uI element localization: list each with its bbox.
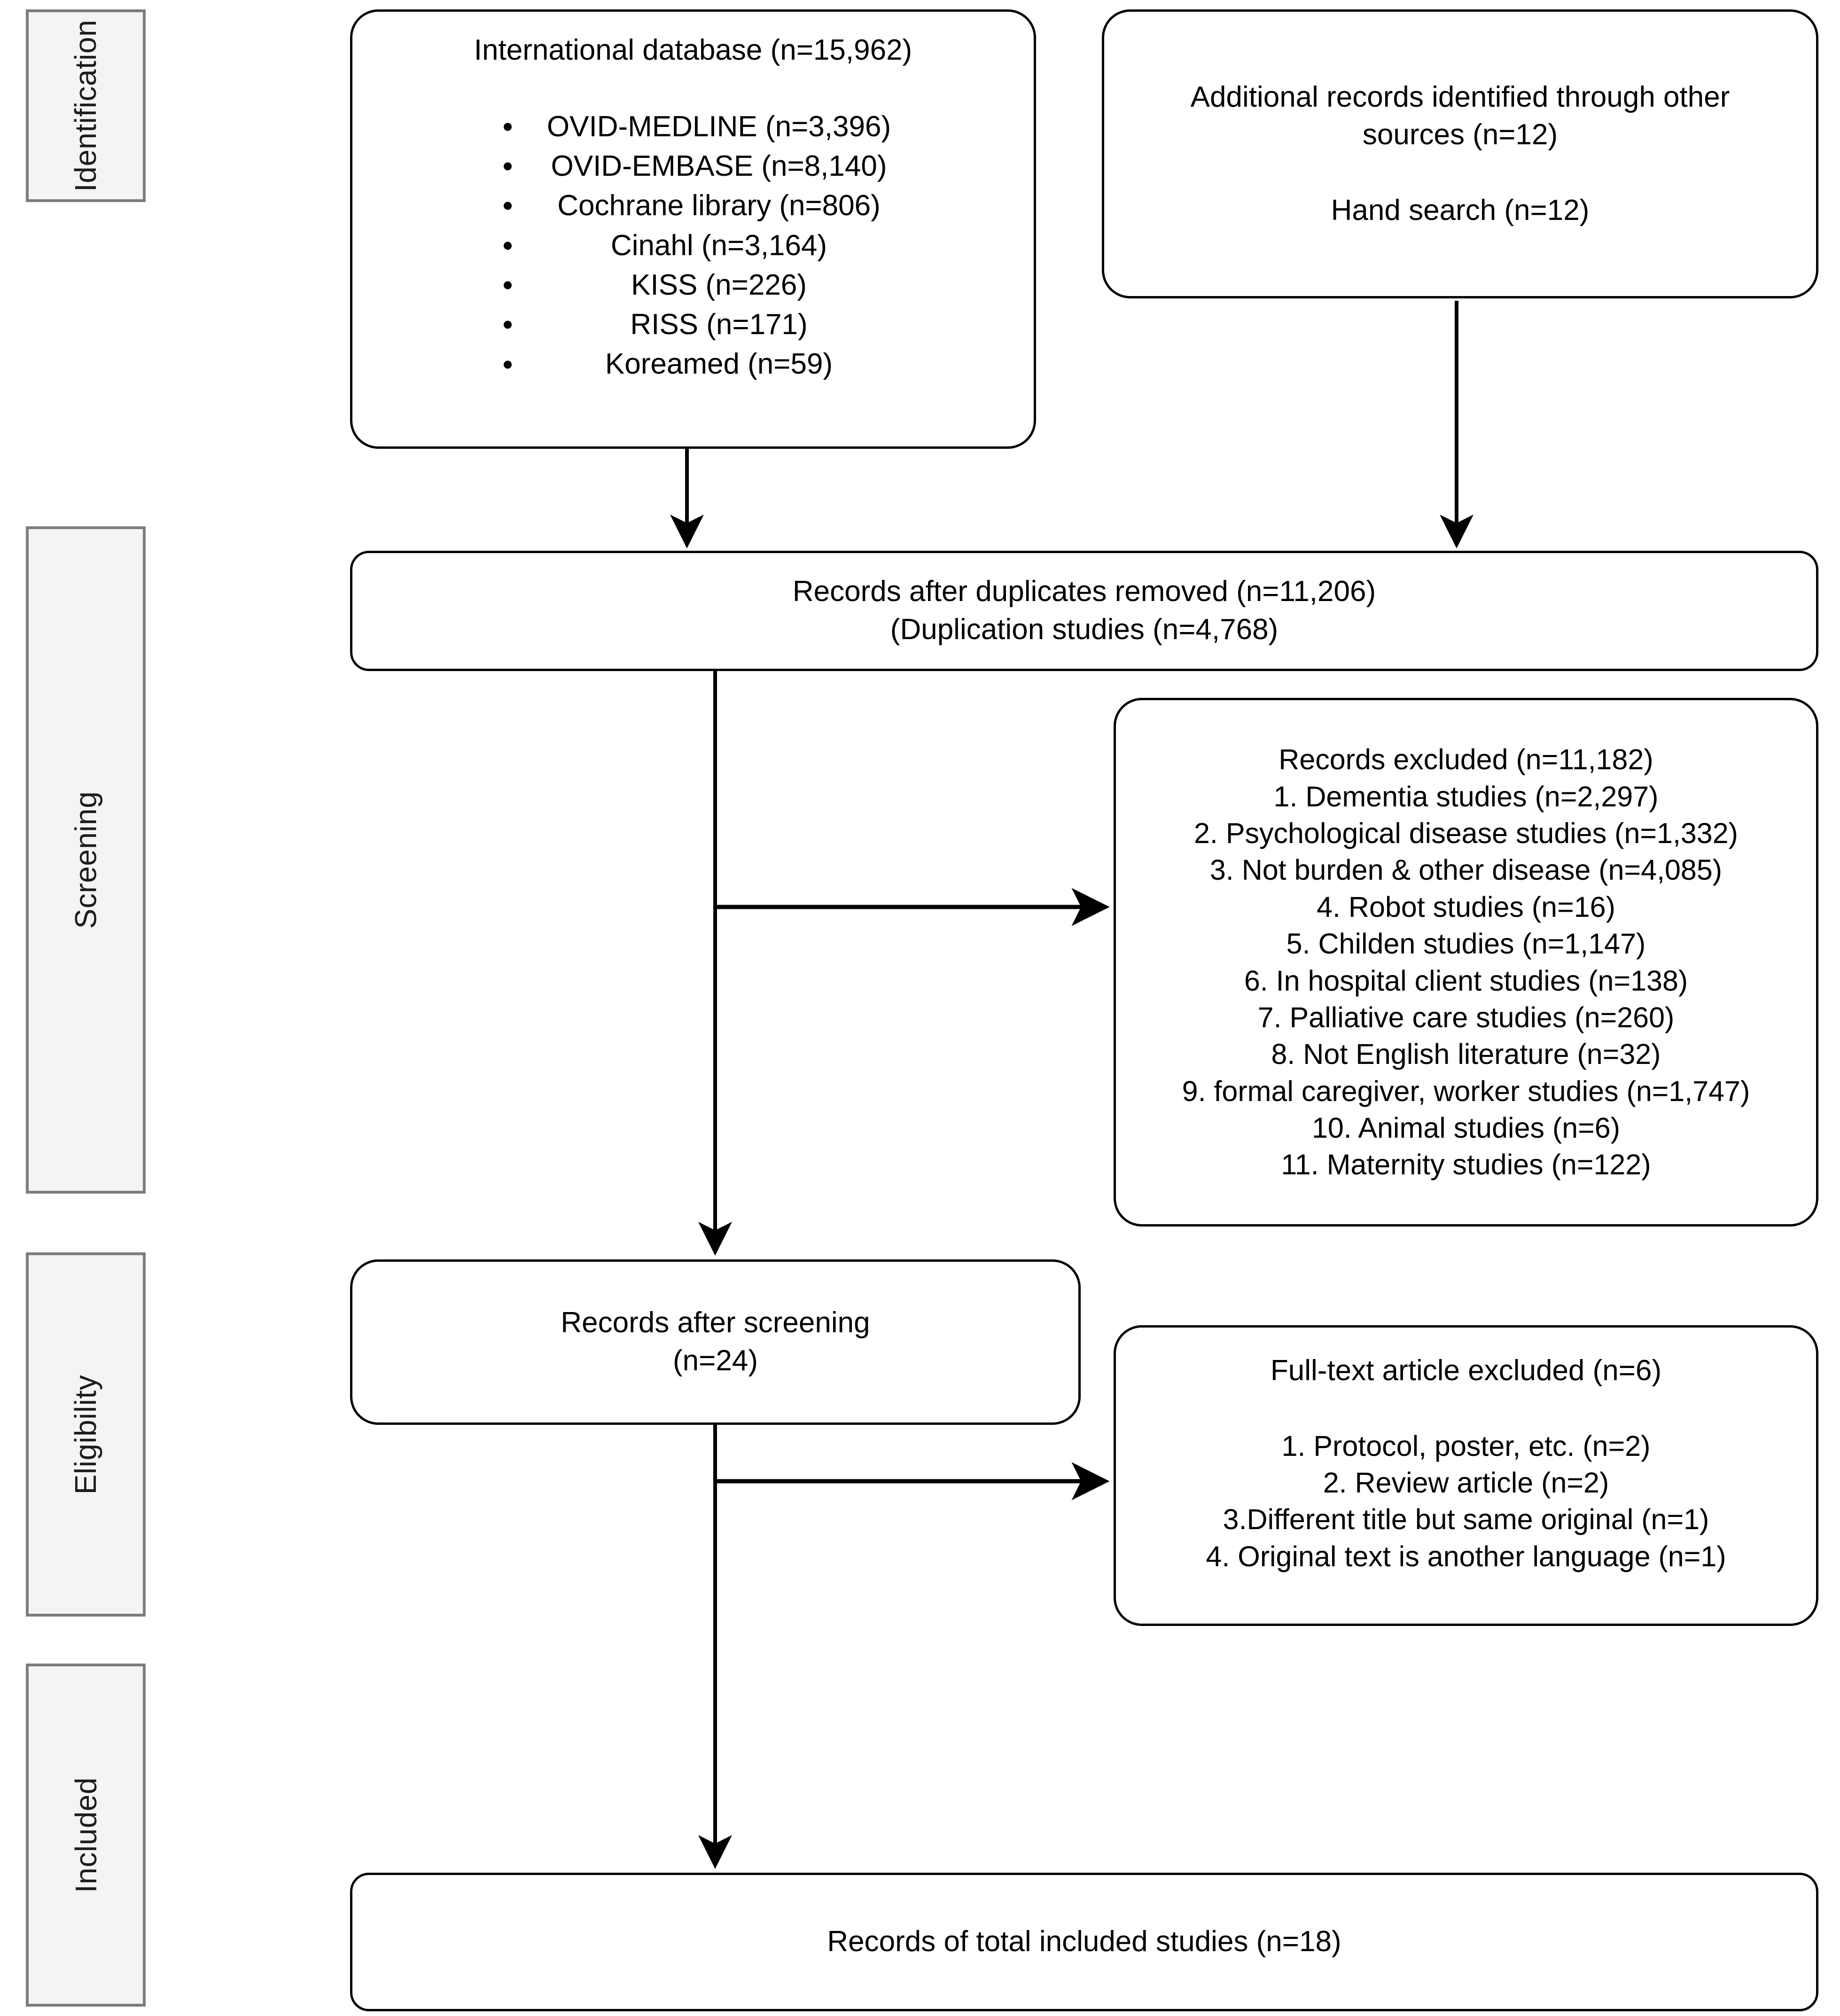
list-item: KISS (n=226)	[503, 266, 891, 305]
bullet-icon	[503, 162, 512, 171]
bullet-icon	[503, 281, 512, 289]
stage-eligibility: Eligibility	[26, 1252, 146, 1617]
exclusion-reason: 9. formal caregiver, worker studies (n=1…	[1182, 1075, 1750, 1107]
duplicates-line2: (Duplication studies (n=4,768)	[890, 613, 1279, 646]
additional-records-line2: sources (n=12)	[1362, 118, 1558, 151]
list-item: OVID-EMBASE (n=8,140)	[503, 147, 891, 186]
international-database-title: International database (n=15,962)	[474, 34, 912, 66]
box-records-excluded: Records excluded (n=11,182) 1. Dementia …	[1114, 698, 1818, 1227]
stage-eligibility-label: Eligibility	[69, 1375, 103, 1494]
additional-records-line1: Additional records identified through ot…	[1190, 80, 1730, 113]
box-records-after-duplicates: Records after duplicates removed (n=11,2…	[350, 551, 1818, 671]
exclusion-reason: 1. Protocol, poster, etc. (n=2)	[1281, 1430, 1651, 1462]
stage-screening: Screening	[26, 526, 146, 1194]
box-international-database: International database (n=15,962) OVID-M…	[350, 9, 1036, 449]
total-included-label: Records of total included studies (n=18)	[827, 1925, 1341, 1958]
records-after-screening-line1: Records after screening	[561, 1306, 870, 1339]
exclusion-reason: 2. Review article (n=2)	[1323, 1466, 1609, 1499]
stage-identification-label: Identification	[69, 19, 103, 192]
source-label: RISS (n=171)	[630, 308, 808, 341]
additional-records-hand-search: Hand search (n=12)	[1331, 194, 1590, 227]
source-label: Cinahl (n=3,164)	[610, 229, 827, 262]
exclusion-reason: 6. In hospital client studies (n=138)	[1244, 964, 1688, 997]
box-records-after-screening: Records after screening (n=24)	[350, 1259, 1081, 1425]
stage-included-label: Included	[69, 1777, 103, 1893]
international-database-source-list: OVID-MEDLINE (n=3,396) OVID-EMBASE (n=8,…	[503, 107, 891, 384]
source-label: Cochrane library (n=806)	[557, 189, 881, 222]
bullet-icon	[503, 320, 512, 329]
exclusion-reason: 4. Robot studies (n=16)	[1317, 891, 1615, 923]
records-after-screening-line2: (n=24)	[673, 1344, 758, 1377]
exclusion-reason: 11. Maternity studies (n=122)	[1281, 1149, 1651, 1181]
bullet-icon	[503, 202, 512, 210]
fulltext-excluded-title: Full-text article excluded (n=6)	[1270, 1354, 1662, 1387]
source-label: KISS (n=226)	[631, 268, 807, 301]
source-label: Koreamed (n=59)	[605, 348, 833, 381]
box-fulltext-excluded: Full-text article excluded (n=6) 1. Prot…	[1114, 1325, 1818, 1626]
records-excluded-content: Records excluded (n=11,182) 1. Dementia …	[1182, 741, 1750, 1183]
records-excluded-title: Records excluded (n=11,182)	[1279, 743, 1653, 776]
list-item: Cochrane library (n=806)	[503, 186, 891, 226]
stage-identification: Identification	[26, 9, 146, 202]
duplicates-line1: Records after duplicates removed (n=11,2…	[792, 575, 1376, 608]
list-item: Koreamed (n=59)	[503, 344, 891, 384]
exclusion-reason: 8. Not English literature (n=32)	[1271, 1038, 1661, 1071]
exclusion-reason: 1. Dementia studies (n=2,297)	[1273, 780, 1659, 813]
exclusion-reason: 10. Animal studies (n=6)	[1311, 1112, 1621, 1144]
exclusion-reason: 3. Not burden & other disease (n=4,085)	[1209, 854, 1723, 886]
fulltext-excluded-reasons: 1. Protocol, poster, etc. (n=2) 2. Revie…	[1206, 1428, 1726, 1575]
list-item: OVID-MEDLINE (n=3,396)	[503, 107, 891, 147]
exclusion-reason: 7. Palliative care studies (n=260)	[1257, 1001, 1675, 1033]
exclusion-reason: 5. Childen studies (n=1,147)	[1286, 928, 1646, 960]
stage-screening-label: Screening	[69, 791, 103, 929]
stage-included: Included	[26, 1664, 146, 2007]
box-total-included-studies: Records of total included studies (n=18)	[350, 1873, 1818, 2011]
list-item: Cinahl (n=3,164)	[503, 226, 891, 266]
list-item: RISS (n=171)	[503, 305, 891, 344]
box-additional-records: Additional records identified through ot…	[1102, 9, 1818, 298]
bullet-icon	[503, 242, 512, 250]
exclusion-reason: 4. Original text is another language (n=…	[1206, 1540, 1726, 1572]
bullet-icon	[503, 360, 512, 369]
exclusion-reason: 2. Psychological disease studies (n=1,33…	[1194, 817, 1738, 849]
exclusion-reason: 3.Different title but same original (n=1…	[1223, 1503, 1709, 1536]
source-label: OVID-EMBASE (n=8,140)	[551, 149, 887, 182]
source-label: OVID-MEDLINE (n=3,396)	[546, 110, 891, 143]
bullet-icon	[503, 123, 512, 131]
